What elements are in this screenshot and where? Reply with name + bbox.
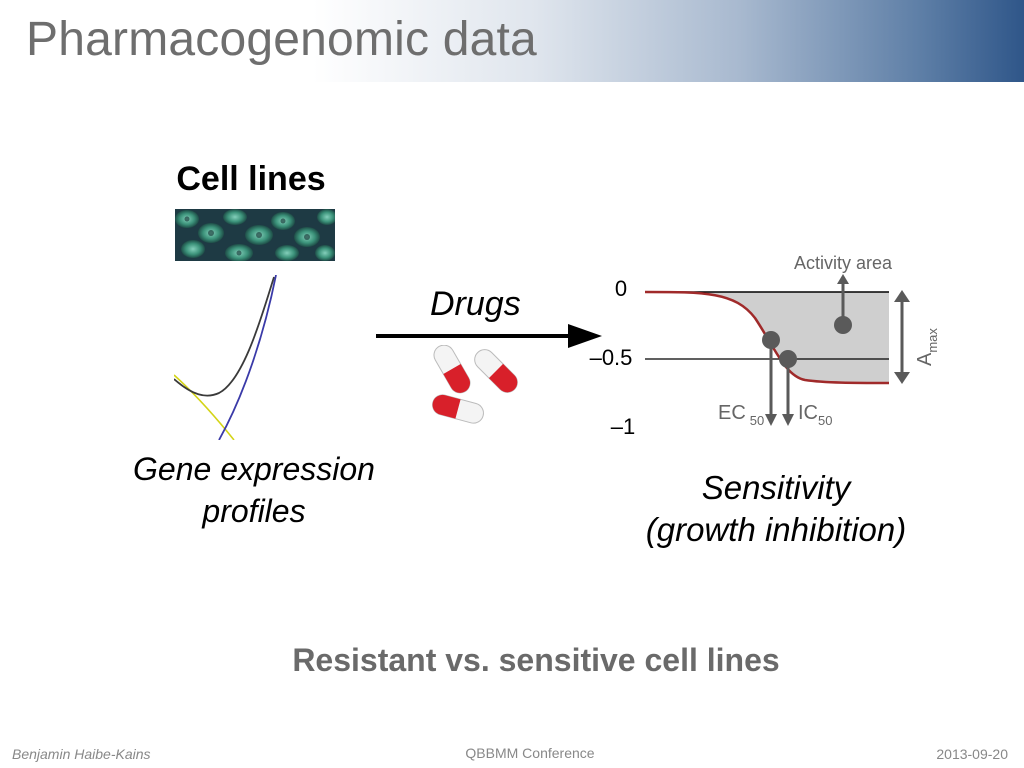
sensitivity-label: Sensitivity (growth inhibition) [628, 467, 924, 551]
dose-response-curve [644, 290, 890, 385]
gene-expression-label: Gene expression profiles [104, 448, 404, 532]
slide-title: Pharmacogenomic data [26, 13, 537, 66]
gene-label-line2: profiles [202, 493, 306, 529]
cell-culture-image [175, 209, 335, 261]
ic50-marker [779, 350, 797, 368]
footer-author: Benjamin Haibe-Kains [12, 746, 151, 762]
sensitivity-label-line2: (growth inhibition) [645, 511, 907, 548]
right-arrow-icon [376, 324, 602, 348]
y-tick-0: 0 [615, 276, 627, 301]
slide-subtitle: Resistant vs. sensitive cell lines [292, 642, 780, 678]
footer-date: 2013-09-20 [936, 746, 1008, 762]
activity-area-marker [834, 316, 852, 334]
ec50-marker [762, 331, 780, 349]
pills-icon [432, 345, 518, 424]
activity-area-label: Activity area [794, 253, 893, 273]
gene-label-line1: Gene expression [133, 451, 375, 487]
footer-conference: QBBMM Conference [465, 745, 595, 761]
gene-curve-blue [218, 275, 277, 440]
activity-area [645, 292, 889, 383]
ic50-label: IC50 [798, 402, 832, 428]
gene-curve-black [174, 276, 275, 397]
drugs-label: Drugs [430, 285, 521, 323]
y-tick-half: –0.5 [590, 345, 633, 370]
gene-curve-yellow [174, 374, 235, 440]
gene-expression-curves [174, 275, 277, 440]
cell-lines-heading: Cell lines [176, 160, 326, 198]
amax-label: Amax [914, 328, 940, 366]
y-tick-1: –1 [611, 414, 635, 439]
sensitivity-label-line1: Sensitivity [701, 469, 851, 506]
title-bar [8, 0, 1024, 82]
